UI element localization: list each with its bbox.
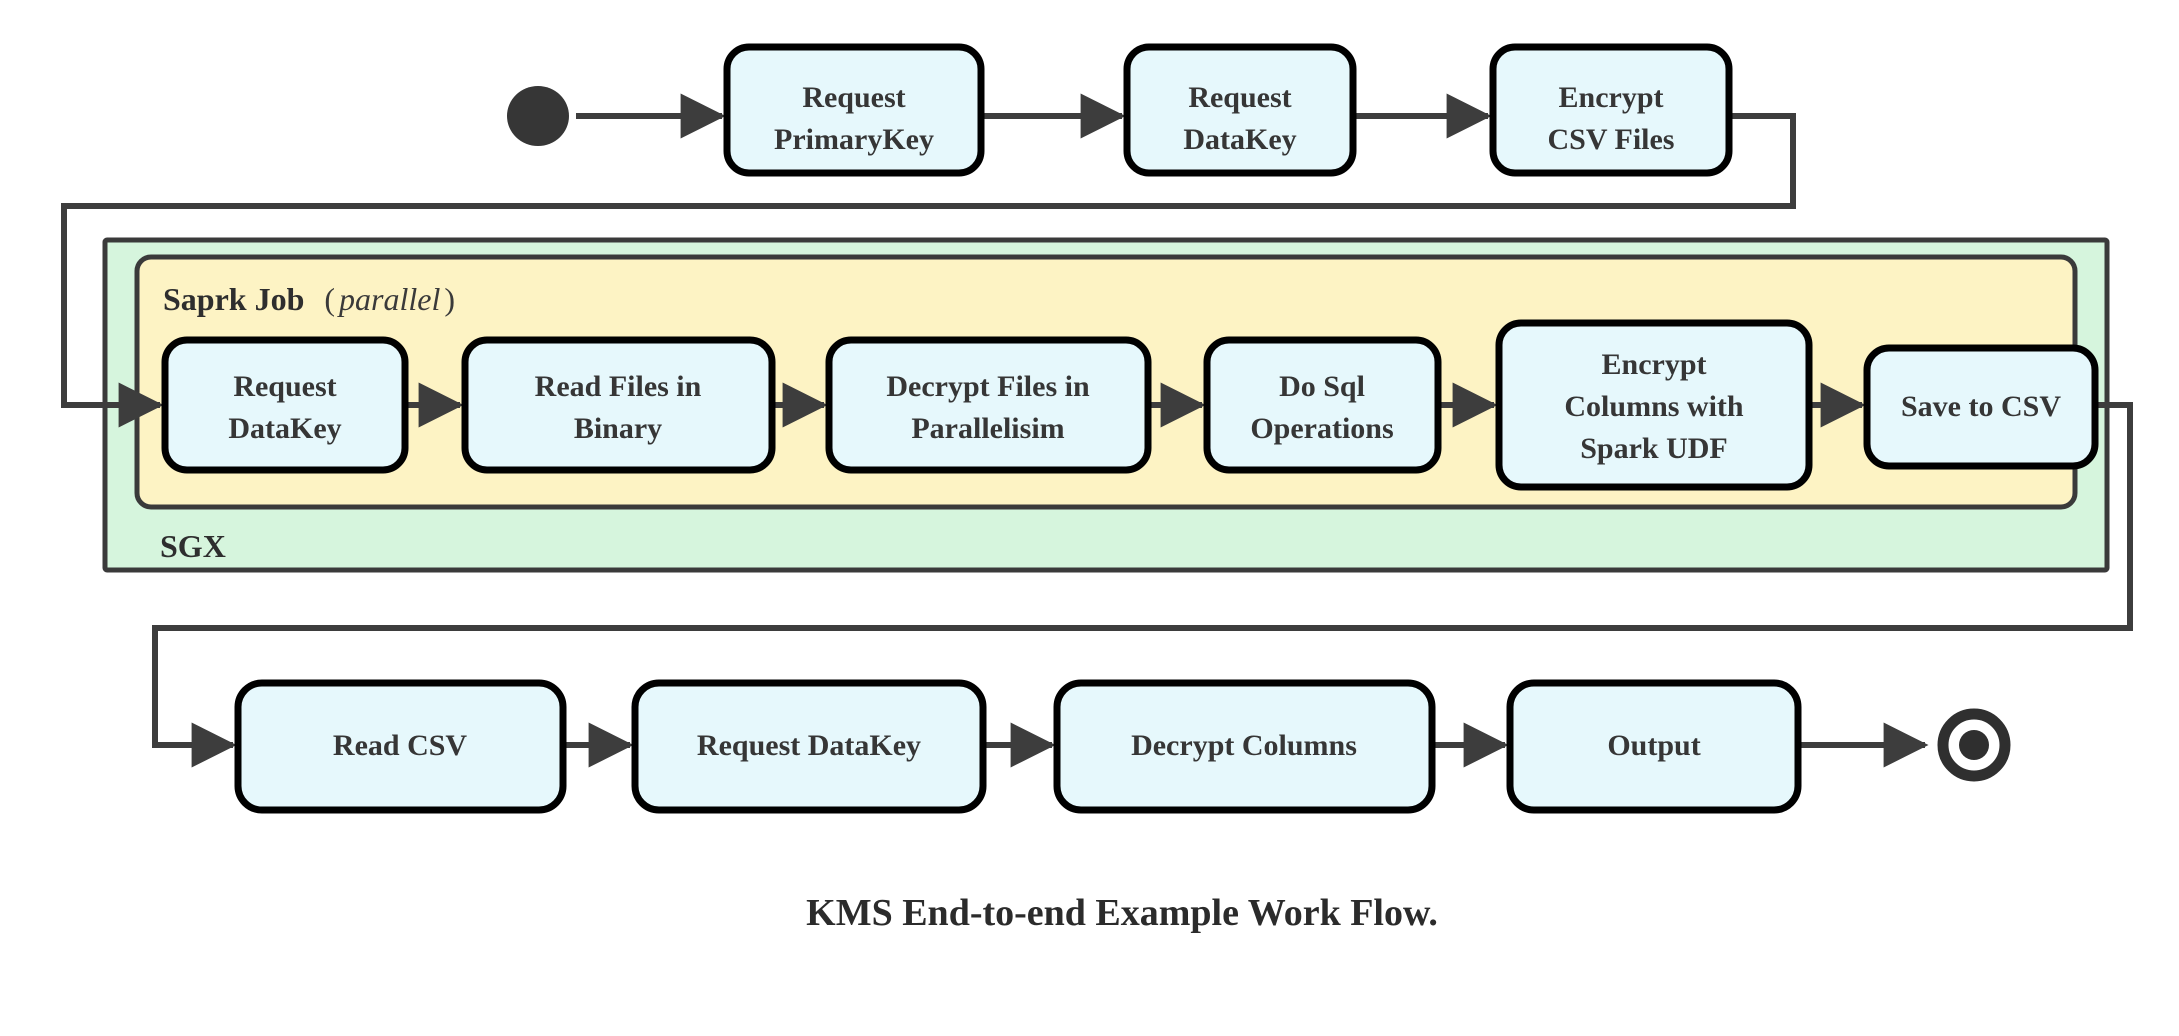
node-do-sql-operations-line-1: Do Sql xyxy=(1279,370,1365,403)
node-request-primarykey-line-1: Request xyxy=(802,81,905,114)
node-decrypt-files-in-parallelisim-line-2: Parallelisim xyxy=(911,412,1064,445)
spark-job-group-label: Saprk Job ( parallel ) xyxy=(163,281,455,317)
node-do-sql-operations[interactable]: Do Sql Operations xyxy=(1203,336,1442,474)
node-do-sql-operations-line-2: Operations xyxy=(1250,412,1393,445)
start-state-circle xyxy=(507,86,569,146)
node-request-datakey-top-line-1: Request xyxy=(1188,81,1291,114)
node-save-to-csv-label: Save to CSV xyxy=(1901,390,2061,423)
node-read-csv[interactable]: Read CSV xyxy=(234,679,567,814)
node-output[interactable]: Output xyxy=(1506,679,1802,814)
node-encrypt-columns-with-spark-udf-line-3: Spark UDF xyxy=(1580,432,1728,465)
spark-job-label-italic: parallel xyxy=(337,281,440,317)
node-decrypt-columns-label: Decrypt Columns xyxy=(1131,729,1357,762)
node-request-datakey-top-line-2: DataKey xyxy=(1183,123,1296,156)
spark-job-label-bold: Saprk Job xyxy=(163,281,304,317)
node-encrypt-columns-with-spark-udf-line-1: Encrypt xyxy=(1602,348,1707,381)
node-encrypt-csv-files-line-1: Encrypt xyxy=(1559,81,1664,114)
node-read-csv-label: Read CSV xyxy=(333,729,468,762)
node-read-files-in-binary-line-1: Read Files in xyxy=(535,370,702,403)
node-output-label: Output xyxy=(1607,729,1700,762)
node-request-datakey-spark-line-1: Request xyxy=(233,370,336,403)
node-read-files-in-binary-line-2: Binary xyxy=(574,412,662,445)
node-encrypt-columns-with-spark-udf-line-2: Columns with xyxy=(1564,390,1744,423)
node-decrypt-files-in-parallelisim-line-1: Decrypt Files in xyxy=(886,370,1090,403)
node-decrypt-columns[interactable]: Decrypt Columns xyxy=(1053,679,1436,814)
edge-save-csv-to-read-csv xyxy=(152,402,2133,768)
final-state-bullseye xyxy=(1937,708,2011,782)
edge-encrypt-csv-to-spark-datakey xyxy=(61,113,1796,428)
node-request-datakey-spark[interactable]: Request DataKey xyxy=(161,336,409,474)
node-request-primarykey-line-2: PrimaryKey xyxy=(774,123,934,156)
spark-job-label-paren-open: ( xyxy=(324,281,335,317)
node-encrypt-csv-files[interactable]: Encrypt CSV Files xyxy=(1489,43,1733,177)
node-request-datakey-bottom-label: Request DataKey xyxy=(697,729,921,762)
node-request-datakey-spark-line-2: DataKey xyxy=(228,412,341,445)
node-request-datakey-bottom[interactable]: Request DataKey xyxy=(631,679,987,814)
diagram-caption: KMS End-to-end Example Work Flow. xyxy=(806,892,1438,934)
node-read-files-in-binary[interactable]: Read Files in Binary xyxy=(461,336,776,474)
spark-job-label-paren-close: ) xyxy=(444,281,455,317)
node-decrypt-files-in-parallelisim[interactable]: Decrypt Files in Parallelisim xyxy=(825,336,1152,474)
node-save-to-csv[interactable]: Save to CSV xyxy=(1863,344,2099,470)
node-request-datakey-top[interactable]: Request DataKey xyxy=(1123,43,1357,177)
sgx-group-label: SGX xyxy=(160,528,226,564)
node-request-primarykey[interactable]: Request PrimaryKey xyxy=(723,43,985,177)
node-encrypt-csv-files-line-2: CSV Files xyxy=(1548,123,1675,156)
connectors xyxy=(61,93,2133,768)
node-encrypt-columns-with-spark-udf[interactable]: Encrypt Columns with Spark UDF xyxy=(1495,319,1813,491)
